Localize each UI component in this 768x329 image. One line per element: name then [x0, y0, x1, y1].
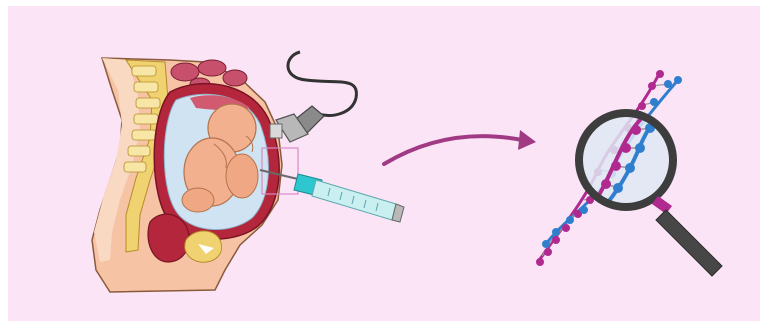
- arrow-icon: [384, 130, 536, 164]
- magnifying-glass-icon: [579, 104, 722, 276]
- ultrasound-probe-icon: [270, 52, 356, 142]
- syringe-icon: [260, 170, 404, 222]
